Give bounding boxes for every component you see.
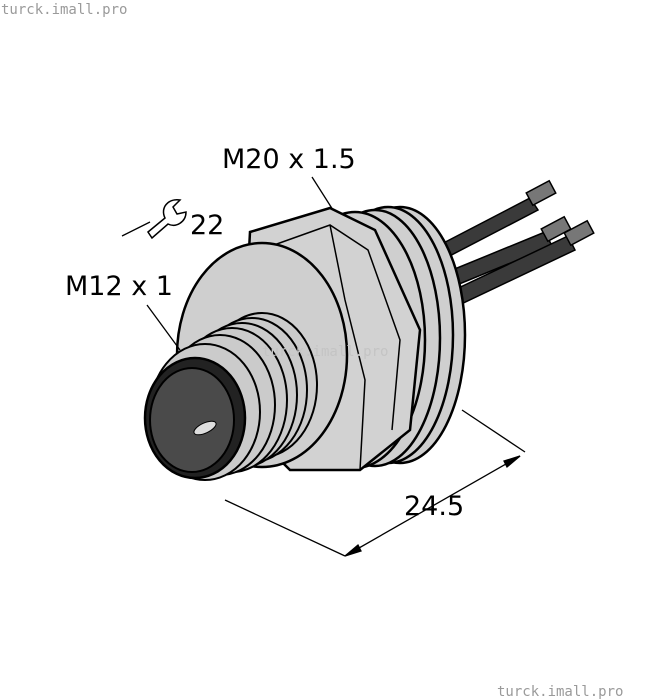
dimension-lines (121, 176, 526, 557)
label-connector-thread: M12 x 1 (65, 271, 173, 302)
connector-face (149, 367, 235, 473)
label-length: 24.5 (404, 491, 464, 522)
label-main-thread: M20 x 1.5 (222, 144, 356, 175)
watermark-center: turck.imall.pro (262, 344, 388, 360)
pin (193, 420, 217, 436)
wires (428, 179, 595, 307)
watermark-top-left: turck.imall.pro (1, 2, 127, 18)
watermark-bottom-right: turck.imall.pro (497, 684, 623, 700)
wrench-icon (146, 199, 187, 240)
label-wrench-size: 22 (190, 210, 224, 241)
